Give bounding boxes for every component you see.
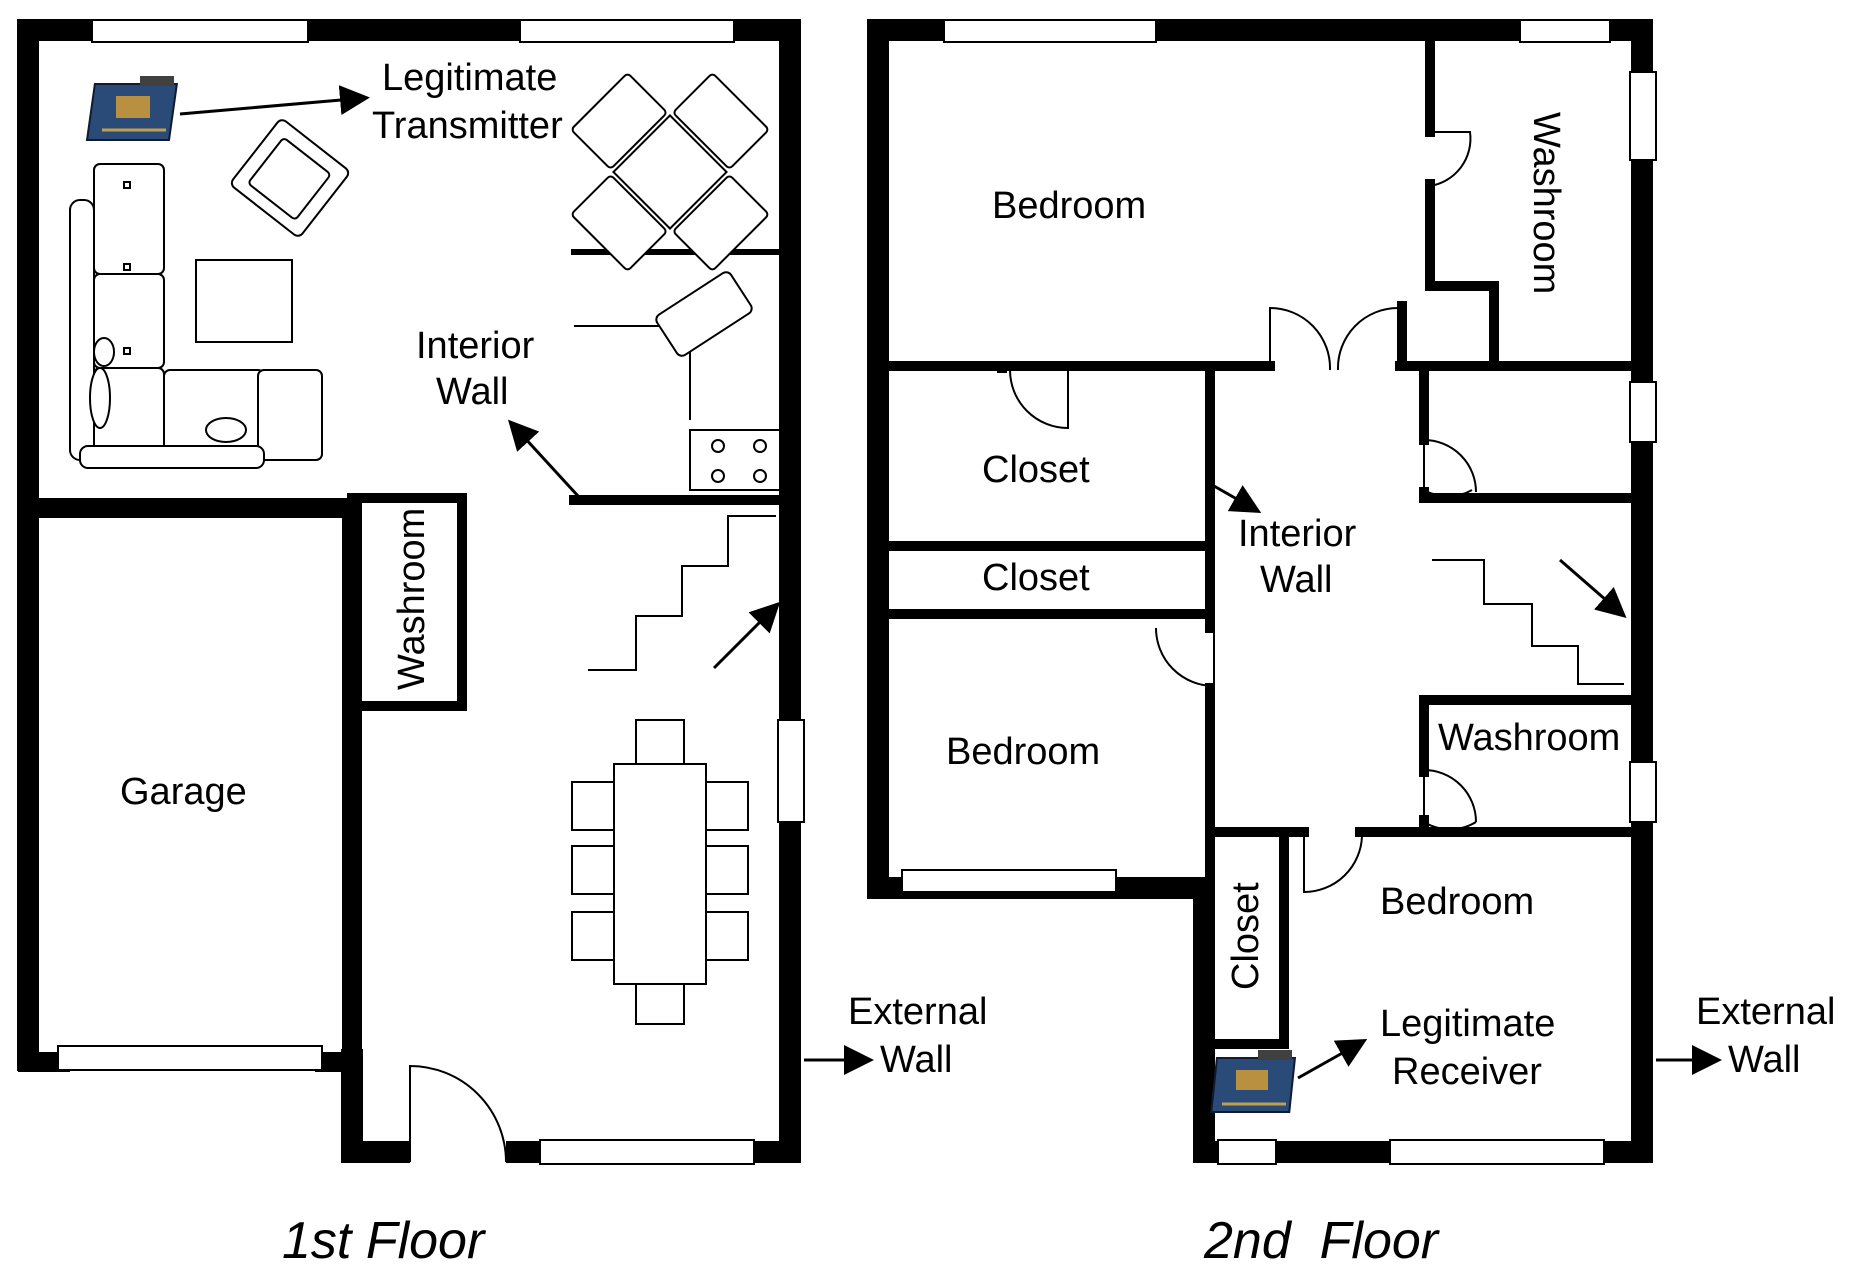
transmitter-label-line2: Transmitter bbox=[372, 105, 563, 147]
garage-wall bbox=[18, 498, 362, 1072]
transmitter-device-icon bbox=[85, 76, 179, 141]
window-2-bottom-2 bbox=[1389, 1139, 1605, 1165]
bedroom-bottom-label: Bedroom bbox=[1380, 881, 1534, 923]
dining-table bbox=[571, 719, 749, 1025]
receiver-label-line2: Receiver bbox=[1392, 1051, 1542, 1093]
closet-3-label: Closet bbox=[1225, 882, 1267, 990]
right-rooms-walls bbox=[1419, 361, 1647, 837]
window-bottom bbox=[539, 1139, 755, 1165]
armchair bbox=[230, 119, 350, 237]
washroom-top-wall bbox=[1397, 25, 1499, 371]
entrance-door bbox=[409, 1064, 507, 1164]
receiver-pointer bbox=[1297, 1039, 1368, 1080]
closet-1-label: Closet bbox=[982, 449, 1090, 491]
interior-wall-label-line1: Interior bbox=[416, 325, 535, 367]
washroom-mid-label: Washroom bbox=[1438, 717, 1620, 759]
closet-walls bbox=[873, 361, 1215, 893]
sofa bbox=[69, 163, 323, 469]
first-floor-caption: 1st Floor bbox=[282, 1212, 487, 1270]
window-2-right-3 bbox=[1629, 761, 1657, 823]
second-floor-outer-wall bbox=[867, 19, 1653, 1163]
bedroom-top-label: Bedroom bbox=[992, 185, 1146, 227]
external-wall-label-1-line2: Wall bbox=[880, 1039, 952, 1081]
bedroom-mid-label: Bedroom bbox=[946, 731, 1100, 773]
window-2-top-left bbox=[943, 19, 1157, 43]
second-floor-caption: 2nd Floor bbox=[1203, 1212, 1441, 1270]
first-floor-outer-wall bbox=[17, 19, 801, 1163]
interior-wall-2-label-line1: Interior bbox=[1238, 513, 1357, 555]
external-wall-label-2-line2: Wall bbox=[1728, 1039, 1800, 1081]
window-top-right bbox=[519, 19, 735, 43]
window-2-right-2 bbox=[1629, 381, 1657, 443]
window-top-left bbox=[91, 19, 309, 43]
closet-2-label: Closet bbox=[982, 557, 1090, 599]
washroom-label: Washroom bbox=[391, 508, 433, 690]
garage-label: Garage bbox=[120, 771, 247, 813]
receiver-device-icon bbox=[1210, 1050, 1297, 1113]
washroom-top-label: Washroom bbox=[1525, 112, 1567, 294]
external-wall-label-1-line1: External bbox=[848, 991, 987, 1033]
transmitter-label-line1: Legitimate bbox=[382, 57, 557, 99]
stairs-first-floor bbox=[588, 515, 781, 671]
second-floor: Bedroom Washroom Closet Closet Interior … bbox=[867, 19, 1835, 1270]
bottom-bedroom-walls bbox=[1205, 827, 1647, 1049]
window-2-top-right bbox=[1519, 19, 1611, 43]
external-wall-label-2-line1: External bbox=[1696, 991, 1835, 1033]
stairs-second-floor bbox=[1432, 558, 1627, 685]
coffee-table bbox=[195, 259, 293, 343]
window-2-bottom-1 bbox=[1217, 1139, 1277, 1165]
window-2-left-bottom bbox=[901, 869, 1117, 893]
window-right bbox=[777, 719, 805, 823]
interior-wall-pointer bbox=[507, 419, 580, 498]
doors-second-floor bbox=[1009, 131, 1477, 894]
interior-partition-wall bbox=[347, 493, 795, 711]
transmitter-pointer bbox=[179, 85, 370, 116]
garage-door bbox=[57, 1045, 323, 1071]
interior-wall-2-pointer bbox=[1213, 484, 1262, 513]
receiver-label-line1: Legitimate bbox=[1380, 1003, 1555, 1045]
kitchen-counter bbox=[574, 271, 781, 491]
first-floor: Legitimate Transmitter Interior Wall Was… bbox=[17, 19, 987, 1270]
interior-wall-2-label-line2: Wall bbox=[1260, 559, 1332, 601]
window-2-right-1 bbox=[1629, 71, 1657, 161]
interior-wall-label-line2: Wall bbox=[436, 371, 508, 413]
small-dining-table bbox=[571, 73, 769, 271]
